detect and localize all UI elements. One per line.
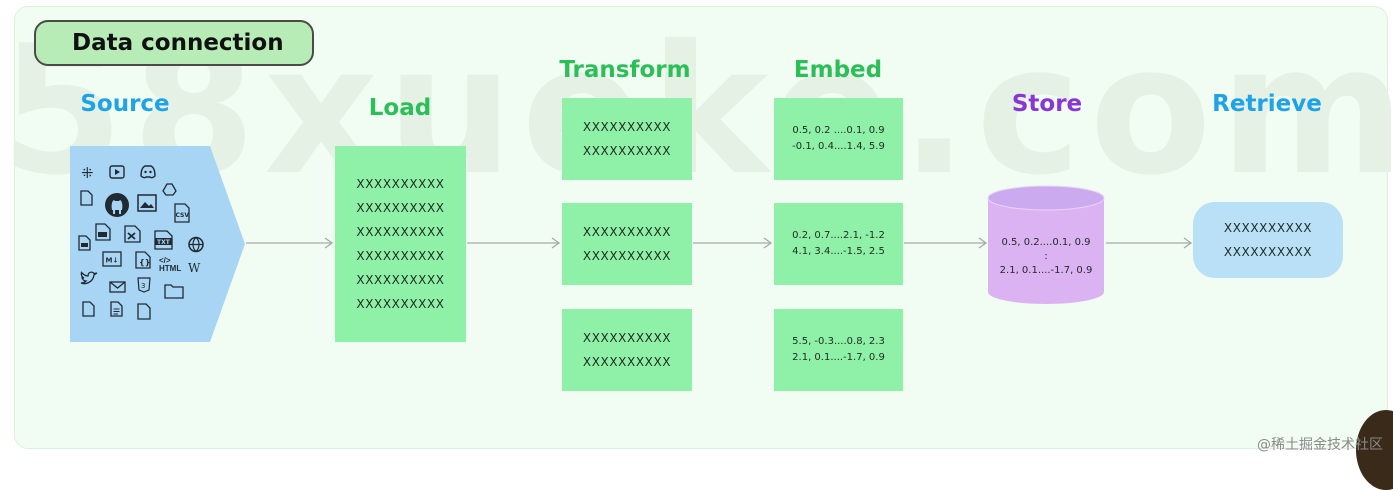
store-text-line: : <box>1044 251 1048 262</box>
diagram-panel <box>14 6 1388 449</box>
embed-vector-2: 0.2, 0.7....2.1, -1.2 4.1, 3.4....-1.5, … <box>774 203 903 285</box>
load-text-line: XXXXXXXXXX <box>356 201 445 215</box>
store-text-line: 0.5, 0.2....0.1, 0.9 <box>1001 237 1091 248</box>
retrieve-text-line: XXXXXXXXXX <box>1223 245 1313 259</box>
stage-label-store: Store <box>1011 91 1083 117</box>
load-document-box: XXXXXXXXXX XXXXXXXXXX XXXXXXXXXX XXXXXXX… <box>335 146 466 342</box>
vector-text-line: 4.1, 3.4....-1.5, 2.5 <box>792 246 885 257</box>
transform-chunk-1: XXXXXXXXXX XXXXXXXXXX <box>562 98 692 180</box>
store-vector-text: 0.5, 0.2....0.1, 0.9 : 2.1, 0.1....-1.7,… <box>991 236 1101 278</box>
stage-label-embed: Embed <box>793 57 883 83</box>
transform-chunk-2: XXXXXXXXXX XXXXXXXXXX <box>562 203 692 285</box>
chunk-text-line: XXXXXXXXXX <box>582 355 672 369</box>
load-text-line: XXXXXXXXXX <box>356 297 445 311</box>
source-chevron <box>70 146 245 342</box>
chunk-text-line: XXXXXXXXXX <box>582 120 672 134</box>
stage-label-retrieve: Retrieve <box>1212 91 1322 117</box>
embed-vector-3: 5.5, -0.3....0.8, 2.3 2.1, 0.1....-1.7, … <box>774 309 903 391</box>
chunk-text-line: XXXXXXXXXX <box>582 144 672 158</box>
load-text-line: XXXXXXXXXX <box>356 225 445 239</box>
stage-label-source: Source <box>80 91 170 117</box>
load-text-line: XXXXXXXXXX <box>356 273 445 287</box>
vector-text-line: 5.5, -0.3....0.8, 2.3 <box>792 336 885 347</box>
load-text-line: XXXXXXXXXX <box>356 177 445 191</box>
vector-text-line: 2.1, 0.1....-1.7, 0.9 <box>792 352 885 363</box>
vector-text-line: 0.5, 0.2 ....0.1, 0.9 <box>792 125 885 136</box>
store-text-line: 2.1, 0.1....-1.7, 0.9 <box>999 265 1093 276</box>
embed-vector-1: 0.5, 0.2 ....0.1, 0.9 -0.1, 0.4....1.4, … <box>774 98 903 180</box>
retrieve-result-box: XXXXXXXXXX XXXXXXXXXX <box>1193 202 1343 278</box>
chunk-text-line: XXXXXXXXXX <box>582 331 672 345</box>
vector-text-line: 0.2, 0.7....2.1, -1.2 <box>792 230 885 241</box>
source-credit: @稀土掘金技术社区 <box>1257 437 1383 453</box>
chunk-text-line: XXXXXXXXXX <box>582 249 672 263</box>
stage-label-transform: Transform <box>559 57 691 83</box>
stage-label-load: Load <box>368 95 432 121</box>
section-title-badge: Data connection <box>34 20 314 66</box>
vector-text-line: -0.1, 0.4....1.4, 5.9 <box>792 141 885 152</box>
load-text-line: XXXXXXXXXX <box>356 249 445 263</box>
transform-chunk-3: XXXXXXXXXX XXXXXXXXXX <box>562 309 692 391</box>
retrieve-text-line: XXXXXXXXXX <box>1223 221 1313 235</box>
chunk-text-line: XXXXXXXXXX <box>582 225 672 239</box>
